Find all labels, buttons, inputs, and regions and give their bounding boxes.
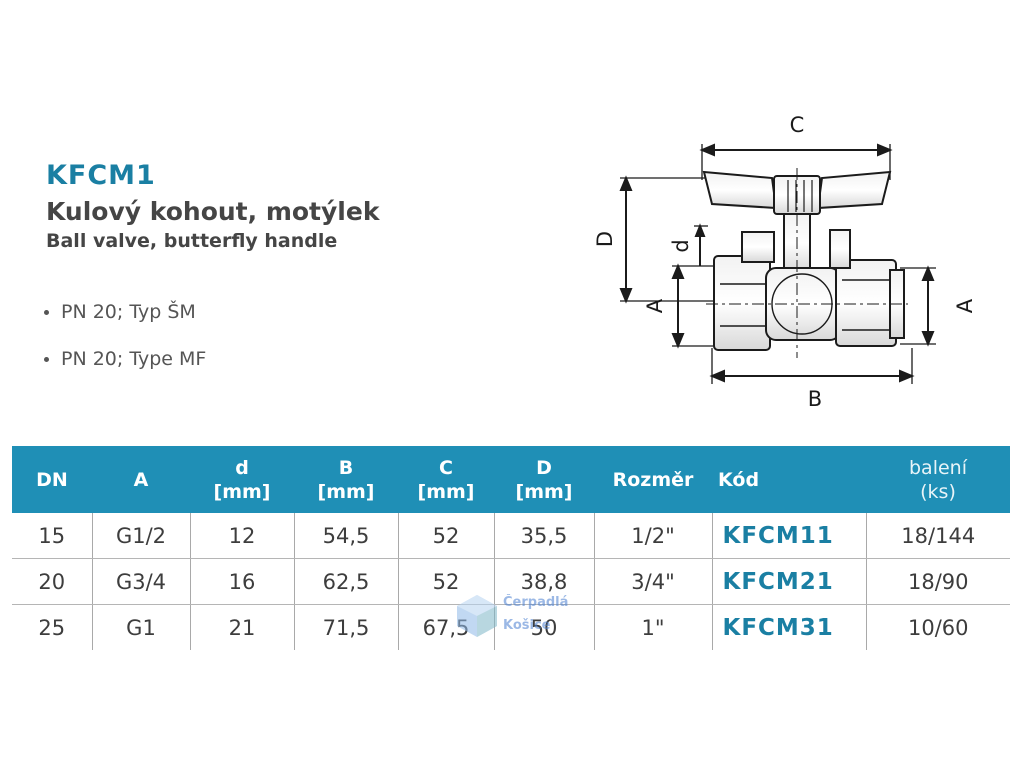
cell-d-large: 38,8 [493, 558, 594, 605]
cell-baleni: 18/90 [865, 558, 1010, 605]
dimension-label-c: C [790, 113, 805, 137]
valve-technical-drawing: C D d A A B [593, 113, 977, 411]
spec-table: DN A d[mm] B[mm] C[mm] D[mm] Rozměr Kód … [12, 446, 1010, 650]
header-d-small: d[mm] [190, 446, 294, 513]
cell-rozmer: 1/2" [593, 513, 712, 559]
cell-a: G1 [91, 604, 190, 650]
cell-baleni: 10/60 [865, 604, 1010, 650]
cell-c: 52 [397, 513, 494, 559]
cell-kod: KFCM11 [711, 513, 866, 559]
spec-item: PN 20; Typ ŠM [44, 300, 206, 324]
dimension-label-a-left: A [643, 298, 667, 313]
cell-dn: 25 [38, 615, 66, 640]
header-d-large: D[mm] [494, 446, 594, 513]
cell-rozmer: 1" [593, 604, 712, 650]
product-code: KFCM1 [46, 160, 156, 191]
cell-kod: KFCM31 [711, 604, 866, 650]
product-title-cz: Kulový kohout, motýlek [46, 197, 380, 226]
cell-b: 54,5 [293, 513, 398, 559]
cell-d-small: 12 [189, 513, 294, 559]
table-row: 20 G3/4 16 62,5 52 38,8 3/4" KFCM21 18/9… [12, 558, 1010, 605]
product-header: KFCM1 Kulový kohout, motýlek Ball valve,… [46, 160, 379, 252]
header-c: C[mm] [398, 446, 494, 513]
cell-c: 67,5 [397, 604, 494, 650]
cell-kod: KFCM21 [711, 558, 866, 605]
bullet-icon [44, 309, 49, 315]
cell-b: 71,5 [293, 604, 398, 650]
cell-rozmer: 3/4" [593, 558, 712, 605]
cell-d-small: 21 [189, 604, 294, 650]
spec-item: PN 20; Type MF [44, 347, 206, 371]
dimension-label-D: D [593, 231, 617, 247]
cell-d-small: 16 [189, 558, 294, 605]
table-row: 15 G1/2 12 54,5 52 35,5 1/2" KFCM11 18/1… [12, 513, 1010, 559]
cell-c: 52 [397, 558, 494, 605]
spec-list: PN 20; Typ ŠM PN 20; Type MF [44, 300, 206, 394]
dimension-label-d: d [669, 239, 693, 252]
header-a: A [92, 446, 190, 513]
cell-b: 62,5 [293, 558, 398, 605]
product-title-en: Ball valve, butterfly handle [46, 230, 338, 252]
cell-baleni: 18/144 [865, 513, 1010, 559]
cell-dn: 20 [12, 558, 92, 605]
dimension-label-a-right: A [953, 298, 977, 313]
header-dn: DN [12, 446, 92, 513]
spec-text: PN 20; Type MF [61, 348, 207, 370]
bullet-icon [44, 356, 49, 362]
cell-dn: 15 [12, 513, 92, 559]
table-row: 25 G1 21 71,5 67,5 50 1" KFCM31 10/60 [12, 604, 1010, 650]
header-baleni: balení(ks) [866, 446, 1010, 513]
header-b: B[mm] [294, 446, 398, 513]
header-kod: Kód [712, 446, 866, 513]
header-rozmer: Rozměr [594, 446, 712, 513]
spec-text: PN 20; Typ ŠM [61, 301, 196, 323]
cell-d-large: 50 [493, 604, 594, 650]
table-header-row: DN A d[mm] B[mm] C[mm] D[mm] Rozměr Kód … [12, 446, 1010, 513]
cell-a: G3/4 [91, 558, 190, 605]
cell-d-large: 35,5 [493, 513, 594, 559]
cell-a: G1/2 [91, 513, 190, 559]
dimension-label-b: B [808, 387, 822, 411]
